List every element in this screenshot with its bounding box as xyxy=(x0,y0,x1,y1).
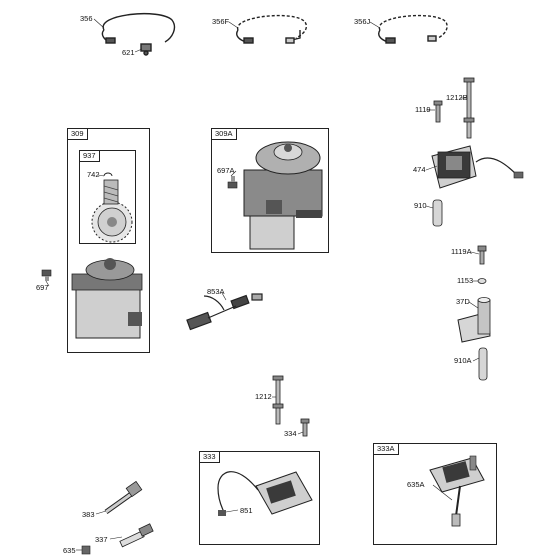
callout-1153[interactable]: 1153 xyxy=(457,276,474,285)
group-frame-333a: 333A xyxy=(373,443,497,545)
stud-1212b-drawing[interactable] xyxy=(463,77,475,139)
callout-697[interactable]: 697 xyxy=(36,283,49,292)
gear-937-drawing[interactable] xyxy=(91,179,133,243)
callout-910[interactable]: 910 xyxy=(414,201,427,210)
bolt-697a-drawing[interactable] xyxy=(227,176,238,189)
callout-910a[interactable]: 910A xyxy=(454,356,472,365)
starter-309a-drawing[interactable] xyxy=(243,141,323,250)
spacer-910a-drawing[interactable] xyxy=(478,347,488,381)
callout-474[interactable]: 474 xyxy=(413,165,426,174)
module-333-drawing[interactable] xyxy=(217,471,313,516)
wrench-383-drawing[interactable] xyxy=(104,480,143,515)
spark-plug-337-drawing[interactable] xyxy=(119,523,154,548)
wire-harness-356-drawing[interactable] xyxy=(101,12,176,56)
group-label-333[interactable]: 333 xyxy=(199,451,220,463)
callout-337[interactable]: 337 xyxy=(95,535,108,544)
wire-harness-356f-drawing[interactable] xyxy=(236,14,307,44)
callout-1119a[interactable]: 1119A xyxy=(451,247,472,256)
group-label-309a[interactable]: 309A xyxy=(211,128,237,140)
bolt-1119-drawing[interactable] xyxy=(433,100,443,123)
callout-383[interactable]: 383 xyxy=(82,510,95,519)
bolt-697-drawing[interactable] xyxy=(41,269,52,281)
spacer-910-drawing[interactable] xyxy=(432,199,443,227)
clip-742-drawing[interactable] xyxy=(103,172,113,177)
washer-1153-drawing[interactable] xyxy=(477,278,487,284)
callout-742[interactable]: 742 xyxy=(87,170,100,179)
starter-309-drawing[interactable] xyxy=(71,258,143,339)
wire-harness-356j-drawing[interactable] xyxy=(378,14,448,44)
terminal-635-drawing[interactable] xyxy=(81,545,91,555)
callout-853a[interactable]: 853A xyxy=(207,287,225,296)
stud-1212-drawing[interactable] xyxy=(272,375,284,425)
armature-474-drawing[interactable] xyxy=(431,145,524,189)
wire-853a-drawing[interactable] xyxy=(186,293,263,331)
callout-1212[interactable]: 1212 xyxy=(255,392,272,401)
group-frame-309: 309 xyxy=(67,128,150,353)
callout-1212b[interactable]: 1212B xyxy=(446,93,468,102)
callout-356j[interactable]: 356J xyxy=(354,17,371,26)
callout-635a[interactable]: 635A xyxy=(407,480,425,489)
group-frame-309a: 309A xyxy=(211,128,329,253)
bolt-1119a-drawing[interactable] xyxy=(477,245,487,265)
callout-37d[interactable]: 37D xyxy=(456,297,470,306)
callout-697a[interactable]: 697A xyxy=(217,166,235,175)
group-label-937[interactable]: 937 xyxy=(79,150,100,162)
callout-621[interactable]: 621 xyxy=(122,48,135,57)
callout-334[interactable]: 334 xyxy=(284,429,297,438)
bolt-334-drawing[interactable] xyxy=(300,418,310,437)
callout-356[interactable]: 356 xyxy=(80,14,93,23)
group-frame-937: 937 xyxy=(79,150,136,244)
group-frame-333: 333 xyxy=(199,451,320,545)
callout-635[interactable]: 635 xyxy=(63,546,76,555)
bracket-37d-drawing[interactable] xyxy=(457,297,491,343)
leader-lines xyxy=(45,18,480,551)
callout-356f[interactable]: 356F xyxy=(212,17,230,26)
group-label-309[interactable]: 309 xyxy=(67,128,88,140)
callout-851[interactable]: 851 xyxy=(240,506,253,515)
module-333a-drawing[interactable] xyxy=(429,455,485,527)
group-label-333a[interactable]: 333A xyxy=(373,443,399,455)
callout-1119[interactable]: 1119 xyxy=(415,105,431,114)
